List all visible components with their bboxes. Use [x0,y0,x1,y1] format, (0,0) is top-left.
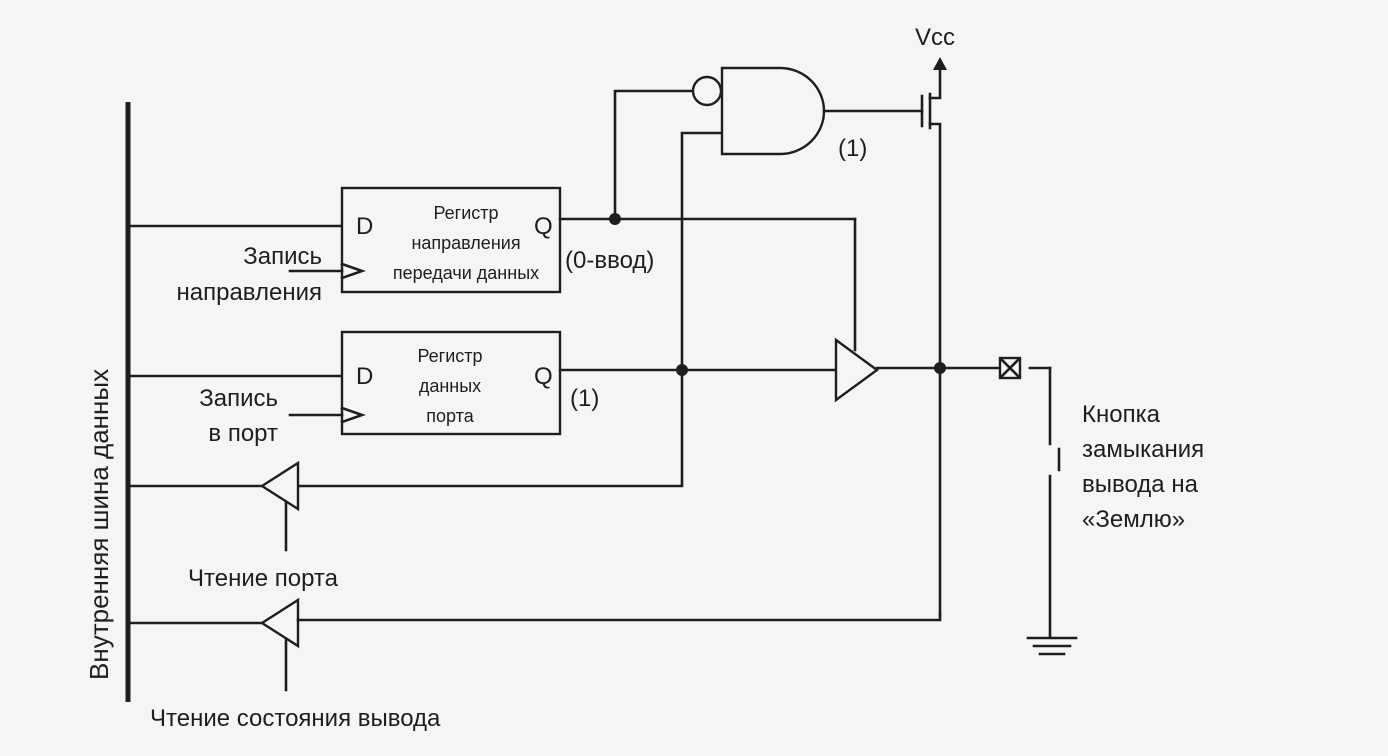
dir-reg-d-label: D [356,213,373,240]
vcc-label: Vcc [915,24,955,51]
input-mode-label: (0-ввод) [565,247,654,274]
read-pin-buffer [259,597,300,649]
pin-cross-2 [1000,358,1020,378]
port-data-register [340,330,562,436]
output-buffer [834,337,880,403]
dir-reg-title-2: направления [411,233,520,253]
data-to-read-port-wire [296,368,684,488]
port-write-label-2: в порт [208,420,278,447]
nand-input-bubble [691,75,723,107]
dir-write-label-2: направления [177,279,323,306]
dir-write-label-1: Запись [243,243,322,270]
data-reg-d-label: D [356,363,373,390]
one-top-label: (1) [838,135,867,162]
data-reg-clock-triangle [340,406,366,424]
data-reg-q-label: Q [534,363,553,390]
button-label-1: Кнопка [1082,401,1161,428]
pin-junction [934,362,946,374]
data-to-nand-wire [680,131,724,372]
transistor-source-wire [928,66,942,100]
pin-to-read-buffer-wire [296,612,942,622]
read-port-buffer [259,460,300,512]
button-label-3: вывода на [1082,471,1199,498]
read-port-label: Чтение порта [188,565,339,592]
one-mid-label: (1) [570,385,599,412]
port-write-label-1: Запись [199,385,278,412]
direction-register [340,186,562,294]
dir-to-nand-wire [613,89,694,221]
dir-reg-q-label: Q [534,213,553,240]
button-label-2: замыкания [1082,436,1204,463]
data-reg-title-1: Регистр [417,346,482,366]
dir-q-junction [609,213,621,225]
button-label-4: «Землю» [1082,506,1185,533]
data-reg-title-3: порта [426,406,474,426]
vcc-arrow [933,57,947,70]
dir-reg-title-1: Регистр [433,203,498,223]
read-pin-label: Чтение состояния вывода [150,705,441,732]
bus-label: Внутренняя шина данных [84,369,114,680]
transistor-drain-wire [928,122,942,618]
dir-reg-title-3: передачи данных [393,263,539,283]
data-reg-title-2: данных [419,376,481,396]
dir-reg-clock-triangle [340,262,366,280]
nand-gate [720,66,826,156]
data-q-junction [676,364,688,376]
